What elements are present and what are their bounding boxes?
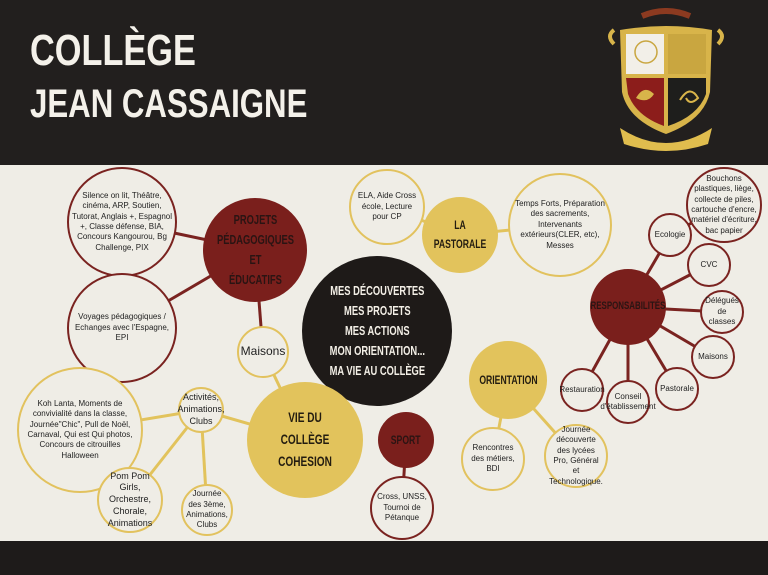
node-sport: SPORT <box>378 412 434 468</box>
node-bouchons: Bouchons plastiques, liège, collecte de … <box>686 167 762 243</box>
node-cvc: CVC <box>687 243 731 287</box>
node-label: Ecologie <box>654 229 686 239</box>
node-label: Pastorale <box>660 383 694 393</box>
node-label: Temps Forts, Préparation des sacrements,… <box>515 199 605 250</box>
node-rencontres: Rencontres des métiers, BDI <box>461 427 525 491</box>
node-voyages: Voyages pédagogiques / Echanges avec l'E… <box>67 273 177 383</box>
node-ela: ELA, Aide Cross école, Lecture pour CP <box>349 169 425 245</box>
node-label: Activités, Animations, Clubs <box>177 392 225 426</box>
node-label: Voyages pédagogiques / Echanges avec l'E… <box>74 312 170 343</box>
node-conseil: Conseil d'établissement <box>600 380 656 424</box>
node-label: MES DÉCOUVERTES MES PROJETS MES ACTIONS … <box>329 282 425 379</box>
node-label: ELA, Aide Cross école, Lecture pour CP <box>357 191 417 222</box>
node-label: Cross, UNSS, Tournoi de Pétanque <box>377 492 427 523</box>
node-label: PROJETS PÉDAGOGIQUES ET ÉDUCATIFS <box>216 211 294 288</box>
node-journee3: Journée des 3ème, Animations, Clubs <box>181 484 233 536</box>
node-label: Journée des 3ème, Animations, Clubs <box>186 489 228 530</box>
node-label: ORIENTATION <box>478 372 538 387</box>
node-label: Maisons <box>240 344 286 359</box>
node-label: Conseil d'établissement <box>600 391 656 411</box>
node-restauration: Restauration <box>559 368 605 412</box>
node-cross: Cross, UNSS, Tournoi de Pétanque <box>370 476 434 540</box>
college-crest-logo <box>608 8 724 151</box>
footer-bar <box>0 541 768 575</box>
node-delegues: Délégués de classes <box>700 290 744 334</box>
node-label: RESPONSABILITÉS <box>590 300 666 313</box>
node-label: Rencontres des métiers, BDI <box>471 443 515 474</box>
node-pompom: Pom Pom Girls, Orchestre, Chorale, Anima… <box>97 467 163 533</box>
node-label: Pom Pom Girls, Orchestre, Chorale, Anima… <box>107 470 153 528</box>
node-responsabilites: RESPONSABILITÉS <box>590 269 666 345</box>
node-center: MES DÉCOUVERTES MES PROJETS MES ACTIONS … <box>302 256 452 406</box>
node-projets: PROJETS PÉDAGOGIQUES ET ÉDUCATIFS <box>203 198 307 302</box>
node-label: Délégués de classes <box>705 296 739 327</box>
node-pastorale: LA PASTORALE <box>422 197 498 273</box>
node-pastorale-r: Pastorale <box>655 367 699 411</box>
node-label: Maisons <box>698 351 728 361</box>
node-label: CVC <box>700 259 718 269</box>
node-orientation: ORIENTATION <box>469 341 547 419</box>
node-tempsforts: Temps Forts, Préparation des sacrements,… <box>508 173 612 277</box>
node-silence: Silence on lit, Théâtre, cinéma, ARP, So… <box>67 167 177 277</box>
node-maisons-r: Maisons <box>691 335 735 379</box>
node-label: Silence on lit, Théâtre, cinéma, ARP, So… <box>72 190 172 252</box>
header: COLLÈGE JEAN CASSAIGNE <box>0 0 768 165</box>
node-ecologie: Ecologie <box>648 213 692 257</box>
node-label: Restauration <box>559 384 605 394</box>
node-label: Bouchons plastiques, liège, collecte de … <box>691 173 757 235</box>
node-label: VIE DU COLLÈGE COHESION <box>278 409 332 469</box>
node-label: SPORT <box>391 432 421 447</box>
title-line-1: COLLÈGE <box>30 26 196 75</box>
node-activites: Activités, Animations, Clubs <box>177 387 225 433</box>
node-maisons: Maisons <box>237 326 289 378</box>
title-line-2: JEAN CASSAIGNE <box>30 82 308 126</box>
node-label: LA PASTORALE <box>433 218 487 251</box>
node-journee-decouverte: Journée découverte des lycées Pro, Génér… <box>544 424 608 488</box>
mind-map: MES DÉCOUVERTES MES PROJETS MES ACTIONS … <box>0 165 768 541</box>
node-label: Koh Lanta, Moments de convivialité dans … <box>27 398 133 460</box>
node-label: Journée découverte des lycées Pro, Génér… <box>549 424 603 486</box>
node-vie: VIE DU COLLÈGE COHESION <box>247 382 363 498</box>
